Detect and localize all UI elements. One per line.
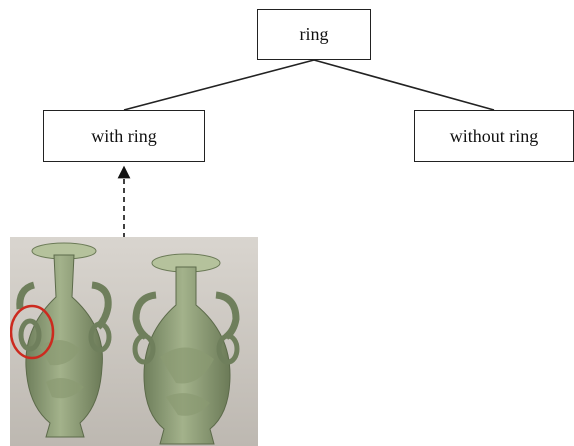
ring-highlight-circle xyxy=(10,304,55,360)
node-with-ring: with ring xyxy=(43,110,205,162)
node-ring: ring xyxy=(257,9,371,60)
node-without-ring-label: without ring xyxy=(449,125,539,146)
vase-photo xyxy=(10,237,258,446)
edge-ring-to-without-ring xyxy=(313,59,495,111)
node-ring-label: ring xyxy=(299,24,329,44)
node-with-ring-label: with ring xyxy=(91,125,157,146)
vase-right xyxy=(132,253,240,445)
edge-ring-to-with-ring xyxy=(123,59,315,111)
node-without-ring: without ring xyxy=(414,110,574,162)
